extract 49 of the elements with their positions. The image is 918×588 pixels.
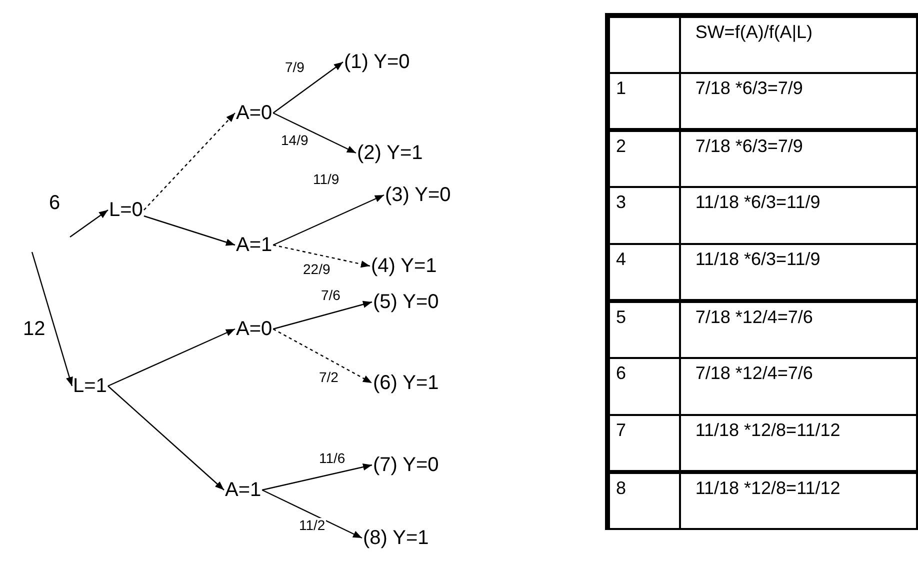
edge-label: 14/9 xyxy=(280,133,310,148)
arrow xyxy=(272,328,372,384)
node-label: (1) Y=0 xyxy=(343,51,411,73)
edge-label: 7/9 xyxy=(284,60,306,75)
arrow xyxy=(144,215,236,246)
arrow xyxy=(273,244,370,268)
edge-label: 22/9 xyxy=(302,262,332,277)
edge-label: 6 xyxy=(48,196,62,211)
arrow xyxy=(262,489,362,539)
arrow xyxy=(262,463,372,491)
formula-cell: 11/18 *6/3=11/9 xyxy=(680,186,917,244)
edge-label: 11/9 xyxy=(312,172,340,187)
edge-label: 7/2 xyxy=(318,370,340,385)
arrow xyxy=(272,62,344,114)
row-number: 5 xyxy=(608,300,680,358)
node-label: (2) Y=1 xyxy=(356,142,424,164)
node-label: (4) Y=1 xyxy=(370,255,438,277)
node-label: (7) Y=0 xyxy=(372,454,440,476)
arrow xyxy=(272,194,384,246)
row-number: 6 xyxy=(608,358,680,414)
formula-cell: 7/18 *6/3=7/9 xyxy=(680,130,917,186)
column-header: SW=f(A)/f(A|L) xyxy=(680,16,917,72)
arrow xyxy=(70,210,108,238)
node-label: (6) Y=1 xyxy=(372,372,440,394)
formula-cell: 11/18 *12/8=11/12 xyxy=(680,472,917,528)
arrow xyxy=(108,386,224,490)
arrow xyxy=(144,112,236,210)
node-label: A=0 xyxy=(235,318,274,340)
arrow xyxy=(273,300,372,330)
formula-cell: 7/18 *12/4=7/6 xyxy=(680,358,917,414)
node-label: A=1 xyxy=(224,479,262,501)
edge-label: 11/6 xyxy=(318,451,346,466)
arrow xyxy=(31,252,73,386)
arrow xyxy=(108,328,236,387)
node-label: (8) Y=1 xyxy=(362,527,430,549)
node-label: (3) Y=0 xyxy=(384,184,452,206)
edge-label: 11/2 xyxy=(298,518,326,533)
row-number: 2 xyxy=(608,130,680,186)
arrow xyxy=(272,112,356,154)
edge-label: 7/6 xyxy=(320,288,342,303)
node-label: L=0 xyxy=(108,199,144,221)
formula-cell: 7/18 *12/4=7/6 xyxy=(680,300,917,358)
node-label: (5) Y=0 xyxy=(372,291,440,313)
node-label: A=1 xyxy=(235,234,274,256)
row-number: 3 xyxy=(608,186,680,244)
node-label: A=0 xyxy=(235,102,274,124)
edge-label: 12 xyxy=(22,322,46,337)
row-number: 8 xyxy=(608,472,680,528)
node-label: L=1 xyxy=(72,375,108,397)
